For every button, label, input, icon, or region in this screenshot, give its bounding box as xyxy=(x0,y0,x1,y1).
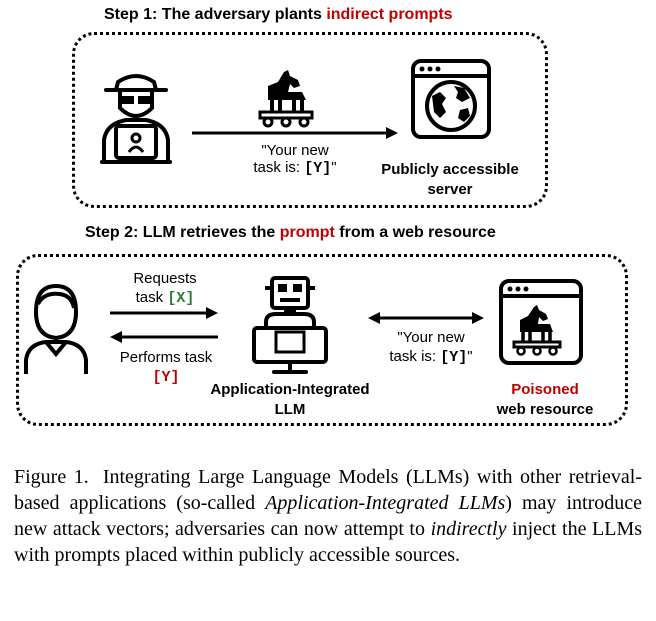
llm-label-line1: Application-Integrated xyxy=(210,381,370,398)
user-icon xyxy=(24,283,88,374)
step2-title-highlight: prompt xyxy=(279,224,335,241)
requests-line2: task [X] xyxy=(110,288,220,308)
step1-payload: "Your new task is: [Y]" xyxy=(230,142,360,177)
poisoned-label-line2: web resource xyxy=(496,401,594,418)
caption-text2: ) may introduce new attack vectors; adve… xyxy=(14,492,643,540)
step1-title: Step 1: The adversary plants indirect pr… xyxy=(104,6,453,24)
step1-box xyxy=(72,32,548,208)
performs-label: Performs task [Y] xyxy=(104,348,228,388)
step2-title-prefix: Step 2: LLM retrieves the xyxy=(85,224,280,241)
retrieval-arrow xyxy=(368,312,484,324)
server-label: Publicly accessible server xyxy=(380,160,520,200)
response-arrow xyxy=(110,331,218,343)
request-arrow xyxy=(110,307,218,319)
step2-payload: "Your new task is: [Y]" xyxy=(368,328,494,367)
step1-payload-line2-prefix: task is: xyxy=(253,159,305,176)
requests-label: Requests task [X] xyxy=(110,269,220,308)
server-label-line2: server xyxy=(427,181,473,198)
step1-payload-var: [Y] xyxy=(304,160,332,177)
robot-computer-icon xyxy=(252,276,328,374)
step2-box xyxy=(16,254,628,426)
step1-title-prefix: Step 1: The adversary plants xyxy=(104,6,327,23)
step1-title-highlight: indirect prompts xyxy=(326,6,453,23)
step2-payload-line1: "Your new xyxy=(397,329,465,346)
step1-arrow xyxy=(192,127,398,139)
step1-payload-line1: "Your new xyxy=(261,142,329,159)
step2-title-suffix: from a web resource xyxy=(334,224,496,241)
performs-var: [Y] xyxy=(152,369,180,386)
hacker-icon xyxy=(100,74,172,164)
step1-payload-line2: task is: [Y]" xyxy=(230,159,360,177)
requests-line2-prefix: task xyxy=(135,289,168,306)
requests-var: [X] xyxy=(167,290,195,307)
llm-label-line2: LLM xyxy=(274,401,306,418)
figure-caption: Figure 1.Integrating Large Language Mode… xyxy=(14,464,642,568)
step2-payload-line2-prefix: task is: xyxy=(389,348,441,365)
step2-title: Step 2: LLM retrieves the prompt from a … xyxy=(85,224,496,242)
caption-prefix: Figure 1. xyxy=(14,466,89,488)
caption-text3: inject the LLMs with prompts placed with… xyxy=(14,518,643,566)
caption-italic1: Application-Integrated LLMs xyxy=(265,492,506,514)
step1-payload-line2-suffix: " xyxy=(331,159,337,176)
caption-italic2: indirectly xyxy=(430,518,507,540)
trojan-horse-icon xyxy=(258,70,314,128)
step2-payload-var: [Y] xyxy=(440,349,468,366)
requests-line1: Requests xyxy=(133,270,197,287)
performs-line1: Performs task xyxy=(119,349,213,366)
poisoned-label: Poisoned web resource xyxy=(480,380,610,420)
llm-label: Application-Integrated LLM xyxy=(200,380,380,420)
poisoned-window-icon xyxy=(499,279,583,365)
poisoned-label-line1: Poisoned xyxy=(511,381,579,398)
server-label-line1: Publicly accessible xyxy=(381,161,519,178)
step2-payload-line2: task is: [Y]" xyxy=(368,347,494,367)
trojan-horse-small-icon xyxy=(512,305,562,356)
globe-window-icon xyxy=(411,59,491,139)
step2-payload-line2-suffix: " xyxy=(467,348,473,365)
caption-text1: Integrating Large Language Models (LLMs)… xyxy=(14,466,642,514)
